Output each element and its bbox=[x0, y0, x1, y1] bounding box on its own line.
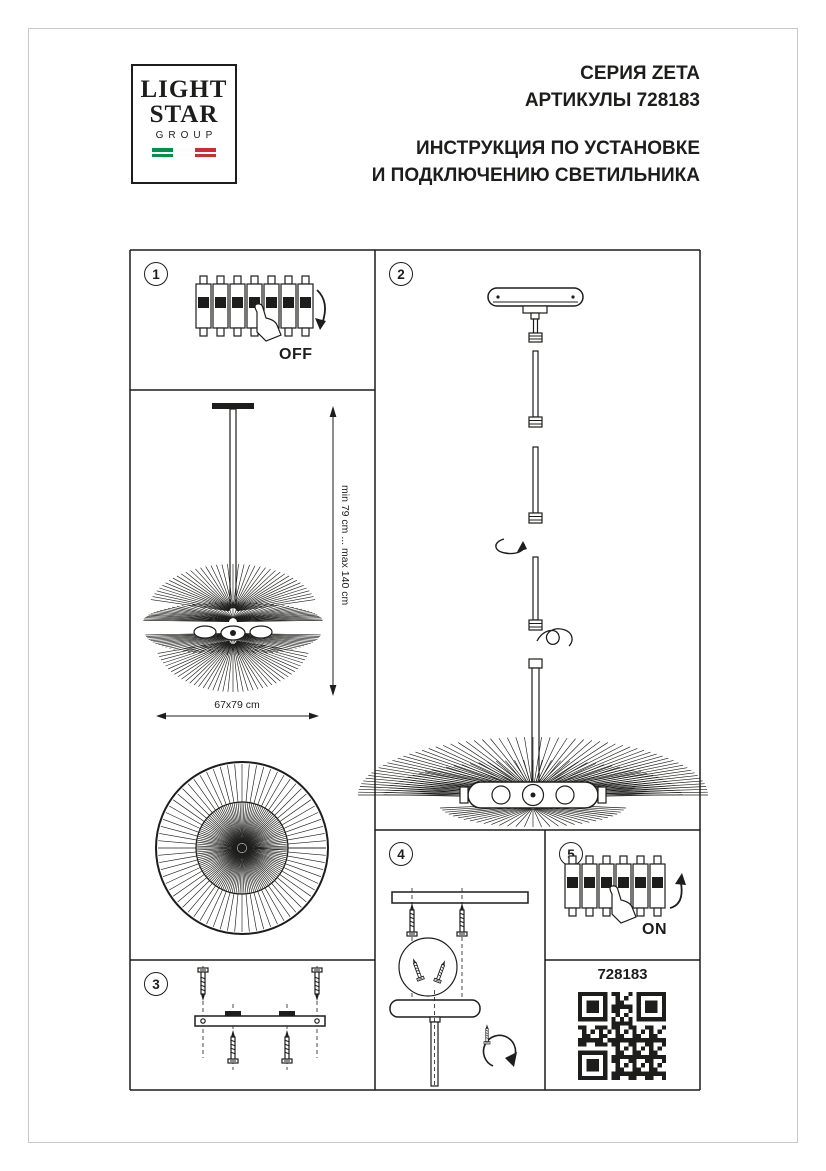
lamp-wires bbox=[143, 601, 323, 622]
grid-lines bbox=[129, 249, 701, 1091]
page-border bbox=[28, 28, 798, 1143]
canopy-install-diagram bbox=[389, 888, 529, 1088]
lamp-top-view bbox=[155, 761, 329, 935]
step-1-badge: 1 bbox=[144, 262, 168, 286]
top-view-spokes bbox=[196, 802, 288, 894]
bulb bbox=[491, 785, 511, 805]
power-off-diagram bbox=[195, 275, 326, 342]
top-view-spokes bbox=[158, 764, 326, 932]
logo-star: STAR bbox=[149, 101, 219, 128]
on-label: ON bbox=[642, 921, 667, 938]
italian-flag-stripe bbox=[152, 153, 216, 157]
circuit-breaker-icon bbox=[195, 275, 314, 337]
logo-group: GROUP bbox=[155, 130, 218, 141]
bulb bbox=[555, 785, 575, 805]
instruction-title-line2: И ПОДКЛЮЧЕНИЮ СВЕТИЛЬНИКА bbox=[371, 165, 700, 186]
ceiling-plate bbox=[487, 287, 584, 307]
wire-icon bbox=[536, 628, 573, 647]
off-label: OFF bbox=[279, 346, 313, 363]
hand-icon bbox=[609, 885, 637, 924]
hand-icon bbox=[254, 303, 282, 342]
rod-assembly-diagram bbox=[358, 287, 708, 828]
height-dimension-label: min 79 cm ... max 140 cm bbox=[339, 485, 351, 605]
lamp-wires bbox=[150, 564, 316, 612]
rotate-arrow-icon bbox=[482, 1034, 517, 1067]
rod-segment bbox=[532, 556, 539, 621]
instruction-title-line1: ИНСТРУКЦИЯ ПО УСТАНОВКЕ bbox=[416, 138, 700, 159]
power-on-diagram bbox=[564, 855, 686, 924]
rod-segment bbox=[532, 350, 539, 418]
detail-circle bbox=[398, 937, 458, 997]
rod-segment bbox=[532, 446, 539, 514]
lamp-wires bbox=[145, 633, 321, 656]
mounting-bracket-diagram bbox=[194, 966, 326, 1070]
logo-light: LIGHT bbox=[140, 76, 228, 103]
bulb bbox=[193, 625, 217, 639]
step-2-badge: 2 bbox=[389, 262, 413, 286]
mounting-bar bbox=[194, 1015, 326, 1027]
article-number: 728183 bbox=[597, 966, 648, 983]
qr-code bbox=[578, 992, 666, 1080]
width-dimension-label: 67x79 cm bbox=[214, 699, 260, 711]
series-title: СЕРИЯ ZETA bbox=[580, 63, 700, 84]
step-4-badge: 4 bbox=[389, 842, 413, 866]
lamp-dimensions-diagram: min 79 cm ... max 140 cm 67x79 cm bbox=[143, 403, 351, 935]
lightstar-logo: LIGHT STAR GROUP bbox=[131, 64, 237, 184]
rotate-arrow-icon bbox=[495, 538, 525, 555]
header: СЕРИЯ ZETA АРТИКУЛЫ 728183 ИНСТРУКЦИЯ ПО… bbox=[372, 60, 700, 189]
italian-flag-stripe bbox=[152, 148, 216, 152]
article-title: АРТИКУЛЫ 728183 bbox=[524, 90, 700, 111]
bulb bbox=[249, 625, 273, 639]
step-3-badge: 3 bbox=[144, 972, 168, 996]
ceiling-bar bbox=[212, 403, 254, 409]
canopy bbox=[389, 999, 481, 1018]
ceiling bbox=[391, 891, 529, 904]
